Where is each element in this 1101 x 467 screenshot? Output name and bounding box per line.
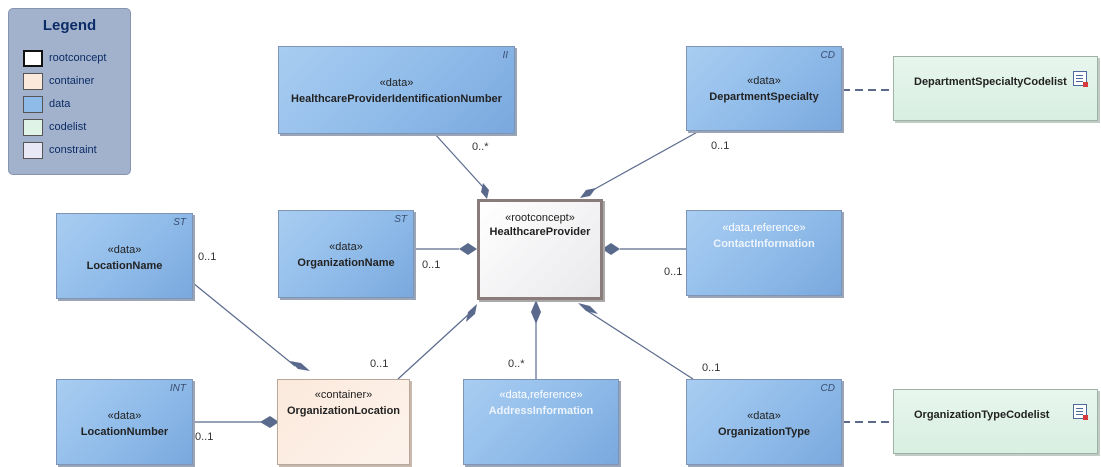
codelist-document-icon: [1073, 404, 1088, 420]
node-organization-type[interactable]: CD «data» OrganizationType: [686, 379, 842, 465]
datatype-tag: ST: [173, 217, 186, 228]
legend-swatch: [23, 142, 43, 159]
legend-swatch: [23, 96, 43, 113]
connector-identification: [433, 132, 484, 188]
stereotype-label: «data,reference»: [499, 389, 583, 401]
stereotype-label: «data,reference»: [722, 222, 806, 234]
aggregation-diamond-organization-name: [459, 243, 477, 255]
multiplicity-contact: 0..1: [664, 266, 683, 278]
node-organization-location[interactable]: «container» OrganizationLocation: [277, 379, 410, 465]
datatype-tag: CD: [820, 383, 835, 394]
node-organization-name[interactable]: ST «data» OrganizationName: [278, 210, 414, 298]
legend-label: constraint: [49, 144, 97, 156]
legend-label: codelist: [49, 121, 87, 133]
node-department-specialty-codelist[interactable]: DepartmentSpecialtyCodelist: [893, 56, 1098, 121]
class-name: HealthcareProviderIdentificationNumber: [291, 93, 502, 105]
node-location-name[interactable]: ST «data» LocationName: [56, 213, 193, 299]
connector-org-type: [585, 309, 694, 380]
codelist-document-icon: [1073, 71, 1088, 87]
legend-title: Legend: [42, 17, 97, 34]
aggregation-diamond-location-number: [260, 416, 279, 428]
class-name: LocationName: [86, 260, 163, 272]
datatype-tag: INT: [169, 383, 186, 394]
multiplicity-org-location: 0..1: [370, 358, 389, 370]
node-healthcare-provider[interactable]: «rootconcept» HealthcareProvider: [477, 199, 603, 300]
multiplicity-organization-name: 0..1: [422, 259, 441, 271]
legend-swatch: [23, 73, 43, 90]
class-name: OrganizationTypeCodelist: [914, 409, 1050, 421]
aggregation-diamond-department: [580, 188, 596, 198]
legend-label: rootconcept: [49, 52, 107, 64]
class-name: DepartmentSpecialty: [709, 91, 819, 103]
multiplicity-location-name: 0..1: [198, 251, 217, 263]
aggregation-diamond-org-location: [466, 304, 477, 322]
multiplicity-location-number: 0..1: [195, 431, 214, 443]
stereotype-label: «data»: [379, 77, 414, 89]
class-name: OrganizationType: [717, 426, 811, 438]
class-name: DepartmentSpecialtyCodelist: [914, 76, 1067, 88]
node-healthcare-provider-identification-number[interactable]: II «data» HealthcareProviderIdentificati…: [278, 46, 515, 134]
node-location-number[interactable]: INT «data» LocationNumber: [56, 379, 193, 465]
node-organization-type-codelist[interactable]: OrganizationTypeCodelist: [893, 389, 1098, 454]
connector-department: [592, 129, 702, 191]
legend-panel: Legend rootconcept container data codeli…: [8, 8, 131, 175]
stereotype-label: «data»: [107, 244, 142, 256]
stereotype-label: «container»: [314, 389, 373, 401]
legend-swatch: [23, 50, 43, 67]
datatype-tag: ST: [394, 214, 407, 225]
legend-swatch: [23, 119, 43, 136]
class-name: HealthcareProvider: [489, 226, 591, 238]
datatype-tag: II: [502, 50, 508, 61]
node-department-specialty[interactable]: CD «data» DepartmentSpecialty: [686, 46, 842, 131]
stereotype-label: «data»: [107, 410, 142, 422]
legend-label: data: [49, 98, 71, 110]
aggregation-diamond-location-name: [290, 361, 310, 371]
class-name: LocationNumber: [80, 426, 169, 438]
node-address-information[interactable]: «data,reference» AddressInformation: [463, 379, 619, 465]
node-contact-information[interactable]: «data,reference» ContactInformation: [686, 210, 842, 296]
aggregation-diamond-contact: [602, 243, 620, 255]
class-name: OrganizationLocation: [286, 405, 401, 417]
aggregation-diamond-identification: [481, 183, 489, 199]
stereotype-label: «data»: [747, 75, 781, 87]
datatype-tag: CD: [820, 50, 835, 61]
aggregation-diamond-address: [531, 300, 541, 324]
stereotype-label: «data»: [747, 410, 781, 422]
stereotype-label: «rootconcept»: [505, 212, 575, 224]
connector-org-location: [397, 313, 470, 380]
connector-location-name: [192, 282, 296, 367]
legend-label: container: [49, 75, 95, 87]
multiplicity-address: 0..*: [508, 358, 525, 370]
class-name: AddressInformation: [488, 405, 594, 417]
class-name: OrganizationName: [297, 257, 395, 269]
multiplicity-org-type: 0..1: [702, 362, 721, 374]
stereotype-label: «data»: [329, 241, 363, 253]
aggregation-diamond-org-type: [578, 303, 598, 314]
multiplicity-identification: 0..*: [472, 141, 489, 153]
class-name: ContactInformation: [713, 238, 815, 250]
multiplicity-department: 0..1: [711, 140, 730, 152]
